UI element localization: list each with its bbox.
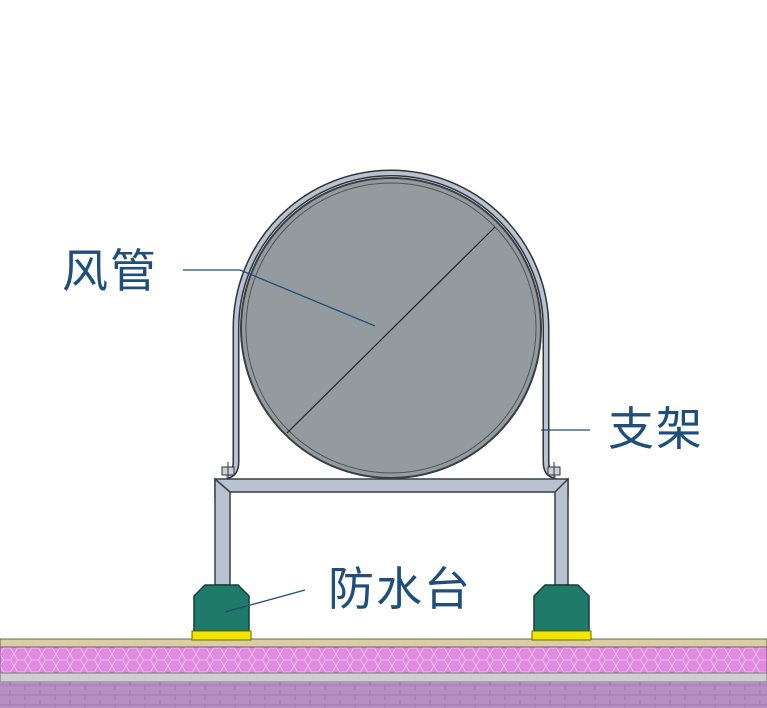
leader-plinth: [224, 589, 306, 613]
floor-layers: [0, 638, 767, 708]
plinth-left: [191, 584, 252, 641]
plinth-right-body: [533, 584, 590, 632]
membrane-layer: [0, 646, 767, 674]
label-bracket: 支架: [608, 402, 704, 456]
bracket-strap-inner: [225, 171, 557, 478]
duct: [240, 177, 542, 479]
plinth-right: [531, 584, 592, 641]
bracket-right-leg: [554, 477, 569, 586]
bracket-straps: [221, 169, 561, 480]
screed-layer: [0, 638, 767, 648]
bracket-frame: [214, 477, 569, 586]
base-layer: [0, 682, 767, 708]
bolt-right: [547, 462, 561, 479]
label-duct: 风管: [62, 244, 158, 298]
duct-inner-ring: [245, 182, 537, 474]
bolt-left: [221, 462, 235, 479]
leader-duct: [183, 269, 376, 327]
leader-lines: [183, 269, 590, 613]
plinth-left-pad: [191, 630, 252, 641]
duct-outer-ring: [240, 177, 542, 479]
label-plinth: 防水台: [328, 562, 472, 616]
concrete-layer: [0, 672, 767, 683]
plinth-right-pad: [531, 630, 592, 641]
duct-section-line: [286, 226, 496, 434]
bracket-left-leg: [214, 477, 231, 586]
bracket-top-beam: [214, 478, 569, 498]
